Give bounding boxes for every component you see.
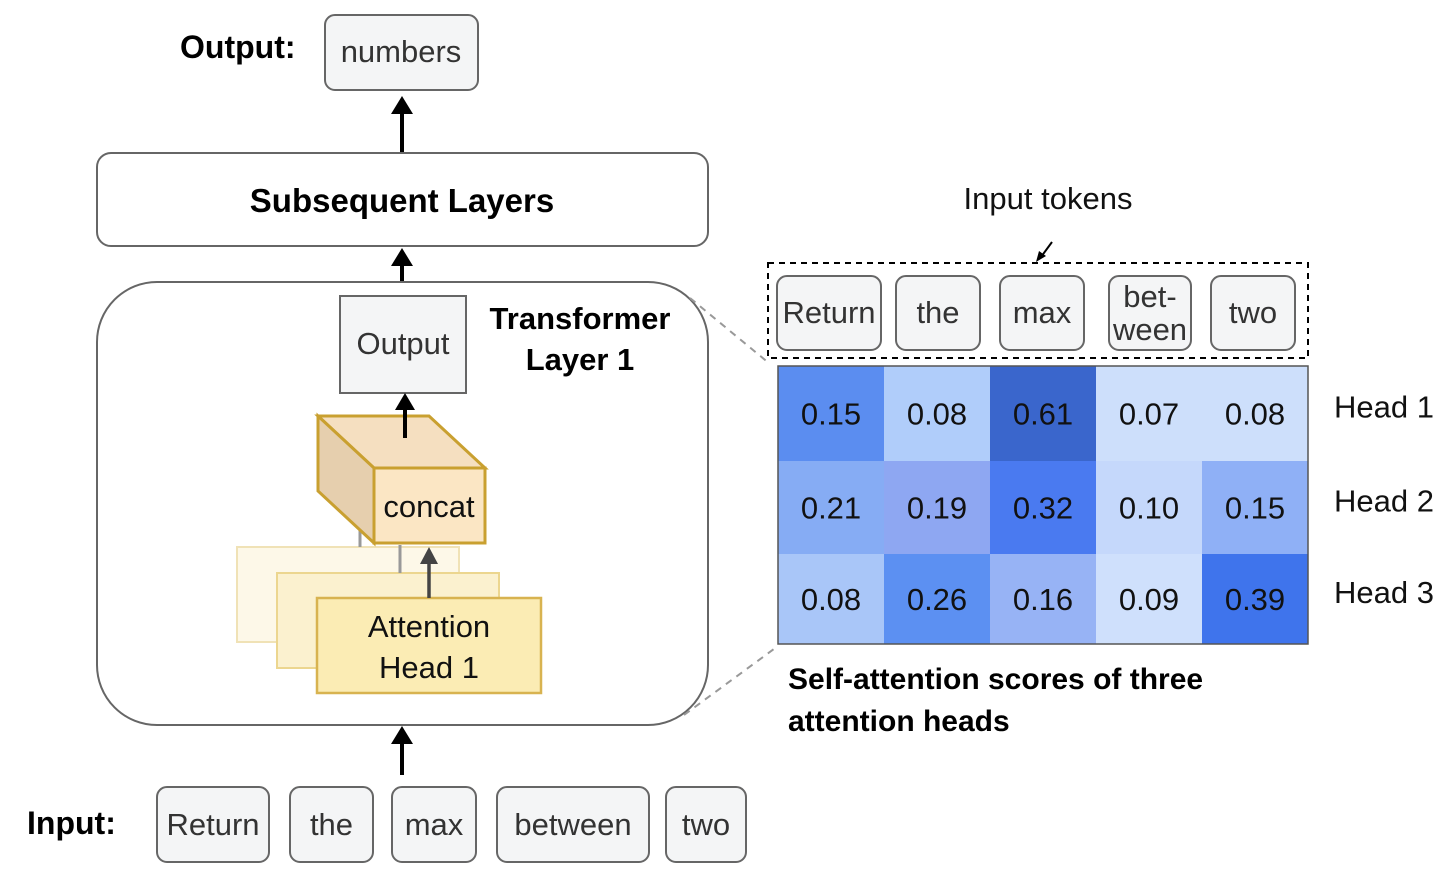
token-group-dashed-frame [767,262,1309,359]
head-row-label: Head 1 [1334,390,1434,425]
head-row-label: Head 2 [1334,484,1434,519]
heatmap-cell-value: 0.15 [1225,491,1285,526]
heatmap-border [777,365,1309,645]
heatmap-cell-value: 0.07 [1119,397,1179,432]
panel-token: the [916,295,959,330]
input-token-box [391,786,477,863]
heatmap-caption-2: attention heads [788,705,1010,738]
heatmap-cell [1202,554,1308,644]
attention-head-label-2: Head 1 [379,650,479,685]
heatmap-cell [778,461,884,554]
heatmap-cell-value: 0.10 [1119,491,1179,526]
attention-head-1-card [315,596,543,695]
heatmap-cell-value: 0.15 [801,397,861,432]
input-token-box [665,786,747,863]
heatmap-cell [1202,461,1308,554]
heatmap-cell [990,366,1096,461]
heatmap-caption-1: Self-attention scores of three [788,663,1203,696]
input-token-box [289,786,374,863]
heatmap-cell [884,461,990,554]
heatmap-cell-value: 0.16 [1013,582,1073,617]
heatmap-cell [990,554,1096,644]
panel-token-box [1210,275,1296,351]
heatmap-cell-value: 0.39 [1225,582,1285,617]
heatmap-cell [884,554,990,644]
input-token-box [156,786,270,863]
heatmap-cell [778,366,884,461]
input-token-row: Return the max between two [156,786,747,863]
output-label: Output: [180,29,296,65]
heatmap-cell [884,366,990,461]
heatmap-cell-value: 0.21 [801,491,861,526]
heatmap-cell [1096,366,1202,461]
arrowhead-head-to-concat-icon [420,547,438,564]
subsequent-layers-label: Subsequent Layers [250,182,554,219]
attention-heatmap: 0.15 0.08 0.61 0.07 0.08 Head 1 0.21 0.19 0.32 0.… [778,366,1434,644]
concat-cube [314,412,489,547]
heatmap-cell-value: 0.32 [1013,491,1073,526]
subsequent-layers-box [96,152,709,247]
heatmap-cell-value: 0.09 [1119,582,1179,617]
input-token: Return [166,807,259,842]
attention-token-row: Return the max bet-ween two [776,275,1296,351]
panel-token: two [1229,295,1277,330]
heatmap-cell-value: 0.26 [907,582,967,617]
input-token: two [682,807,730,842]
heatmap-cell-value: 0.08 [907,397,967,432]
transformer-layer-title-2: Layer 1 [526,342,635,377]
input-token: between [514,807,631,842]
panel-token-box [999,275,1085,351]
heatmap-cell-value: 0.08 [801,582,861,617]
panel-token-box [776,275,882,351]
arrowhead-input-to-layer-icon [391,726,413,744]
heatmap-cell-value: 0.08 [1225,397,1285,432]
panel-token-box [895,275,981,351]
head-row-label: Head 3 [1334,575,1434,610]
attention-head-label-1: Attention [368,609,490,644]
input-token: the [310,807,353,842]
panel-token-box [1108,275,1192,351]
layer-output-box [339,295,467,394]
input-token: max [405,807,464,842]
panel-token-line1: bet- [1123,279,1176,314]
heatmap-cell [990,461,1096,554]
heatmap-cell [1096,461,1202,554]
layer-output-label: Output [356,326,449,361]
panel-token: Return [782,295,875,330]
panel-token-line2: ween [1112,312,1187,347]
arrowhead-to-output-icon [391,96,413,114]
input-tokens-pointer-head-icon [1036,251,1046,262]
zoom-line-bottom [683,645,779,716]
input-label: Input: [27,805,116,841]
heatmap-cell-value: 0.61 [1013,397,1073,432]
output-token-box [324,14,479,91]
heatmap-cell [1202,366,1308,461]
panel-token: max [1013,295,1072,330]
heatmap-cell [778,554,884,644]
output-token: numbers [341,34,462,69]
heatmap-cell [1096,554,1202,644]
arrowhead-concat-to-output-icon [395,393,415,410]
heatmap-cell-value: 0.19 [907,491,967,526]
arrowhead-to-subsequent-icon [391,248,413,266]
concat-label: concat [383,489,475,524]
transformer-layer-title-1: Transformer [490,301,671,336]
input-tokens-label: Input tokens [964,181,1133,216]
zoom-line-top [689,297,771,365]
input-token-box [496,786,650,863]
